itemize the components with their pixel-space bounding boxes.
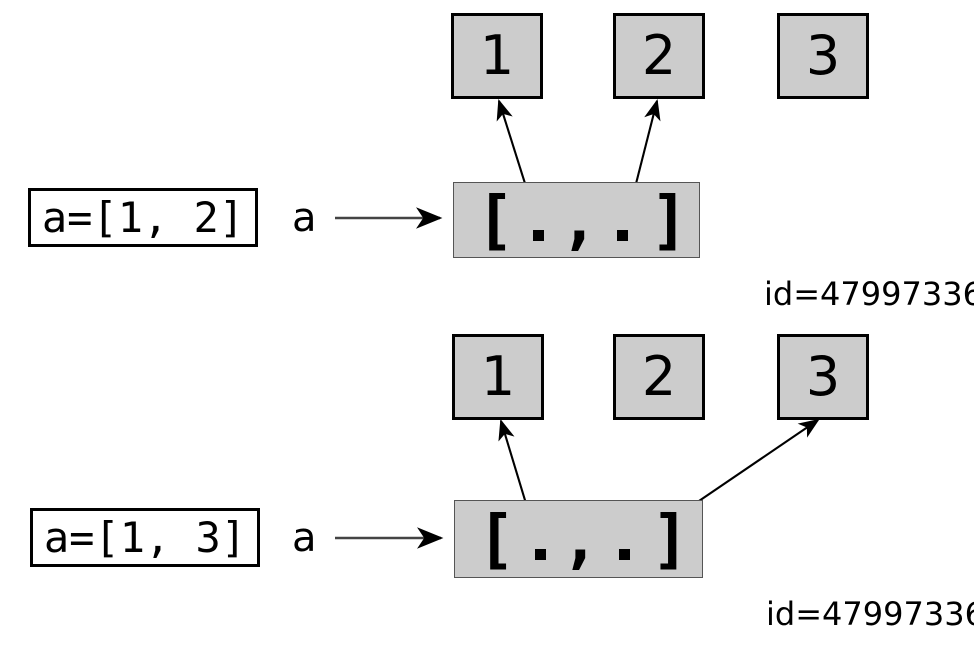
value-box-label: 2	[641, 24, 677, 87]
open-bracket: [	[477, 503, 516, 577]
code-box-before: a=[1, 2]	[28, 188, 258, 247]
value-box-3-before: 3	[777, 13, 869, 99]
value-box-1-after: 1	[452, 334, 544, 420]
value-box-label: 2	[641, 345, 677, 408]
value-box-label: 1	[480, 345, 516, 408]
value-box-label: 3	[805, 345, 841, 408]
code-box-after: a=[1, 3]	[30, 508, 260, 567]
list-slot-0-dot	[535, 549, 546, 560]
code-text: a=[1, 3]	[43, 512, 247, 562]
diagram-canvas: a=[1, 2] a 1 2 3 [ , ] id=47997336	[28, 13, 974, 630]
open-bracket: [	[476, 184, 515, 258]
separator-comma: ,	[561, 503, 600, 577]
code-text: a=[1, 2]	[41, 192, 245, 242]
value-box-label: 3	[805, 24, 841, 87]
variable-label-after: a	[292, 515, 317, 561]
close-bracket: ]	[650, 184, 689, 258]
list-slot-1-dot	[619, 549, 630, 560]
variable-label-before: a	[292, 195, 317, 241]
id-label-before: id=47997336	[764, 275, 974, 313]
value-box-label: 1	[479, 24, 515, 87]
list-object-before: [ , ]	[453, 182, 700, 258]
separator-comma: ,	[560, 184, 599, 258]
list-slot-0-dot	[533, 230, 544, 241]
value-box-1-before: 1	[451, 13, 543, 99]
list-slot-1-dot	[617, 230, 628, 241]
value-box-2-after: 2	[613, 334, 705, 420]
close-bracket: ]	[651, 503, 690, 577]
list-object-after: [ , ]	[454, 500, 703, 578]
value-box-2-before: 2	[613, 13, 705, 99]
id-label-after: id=47997336	[766, 595, 974, 633]
value-box-3-after: 3	[777, 334, 869, 420]
